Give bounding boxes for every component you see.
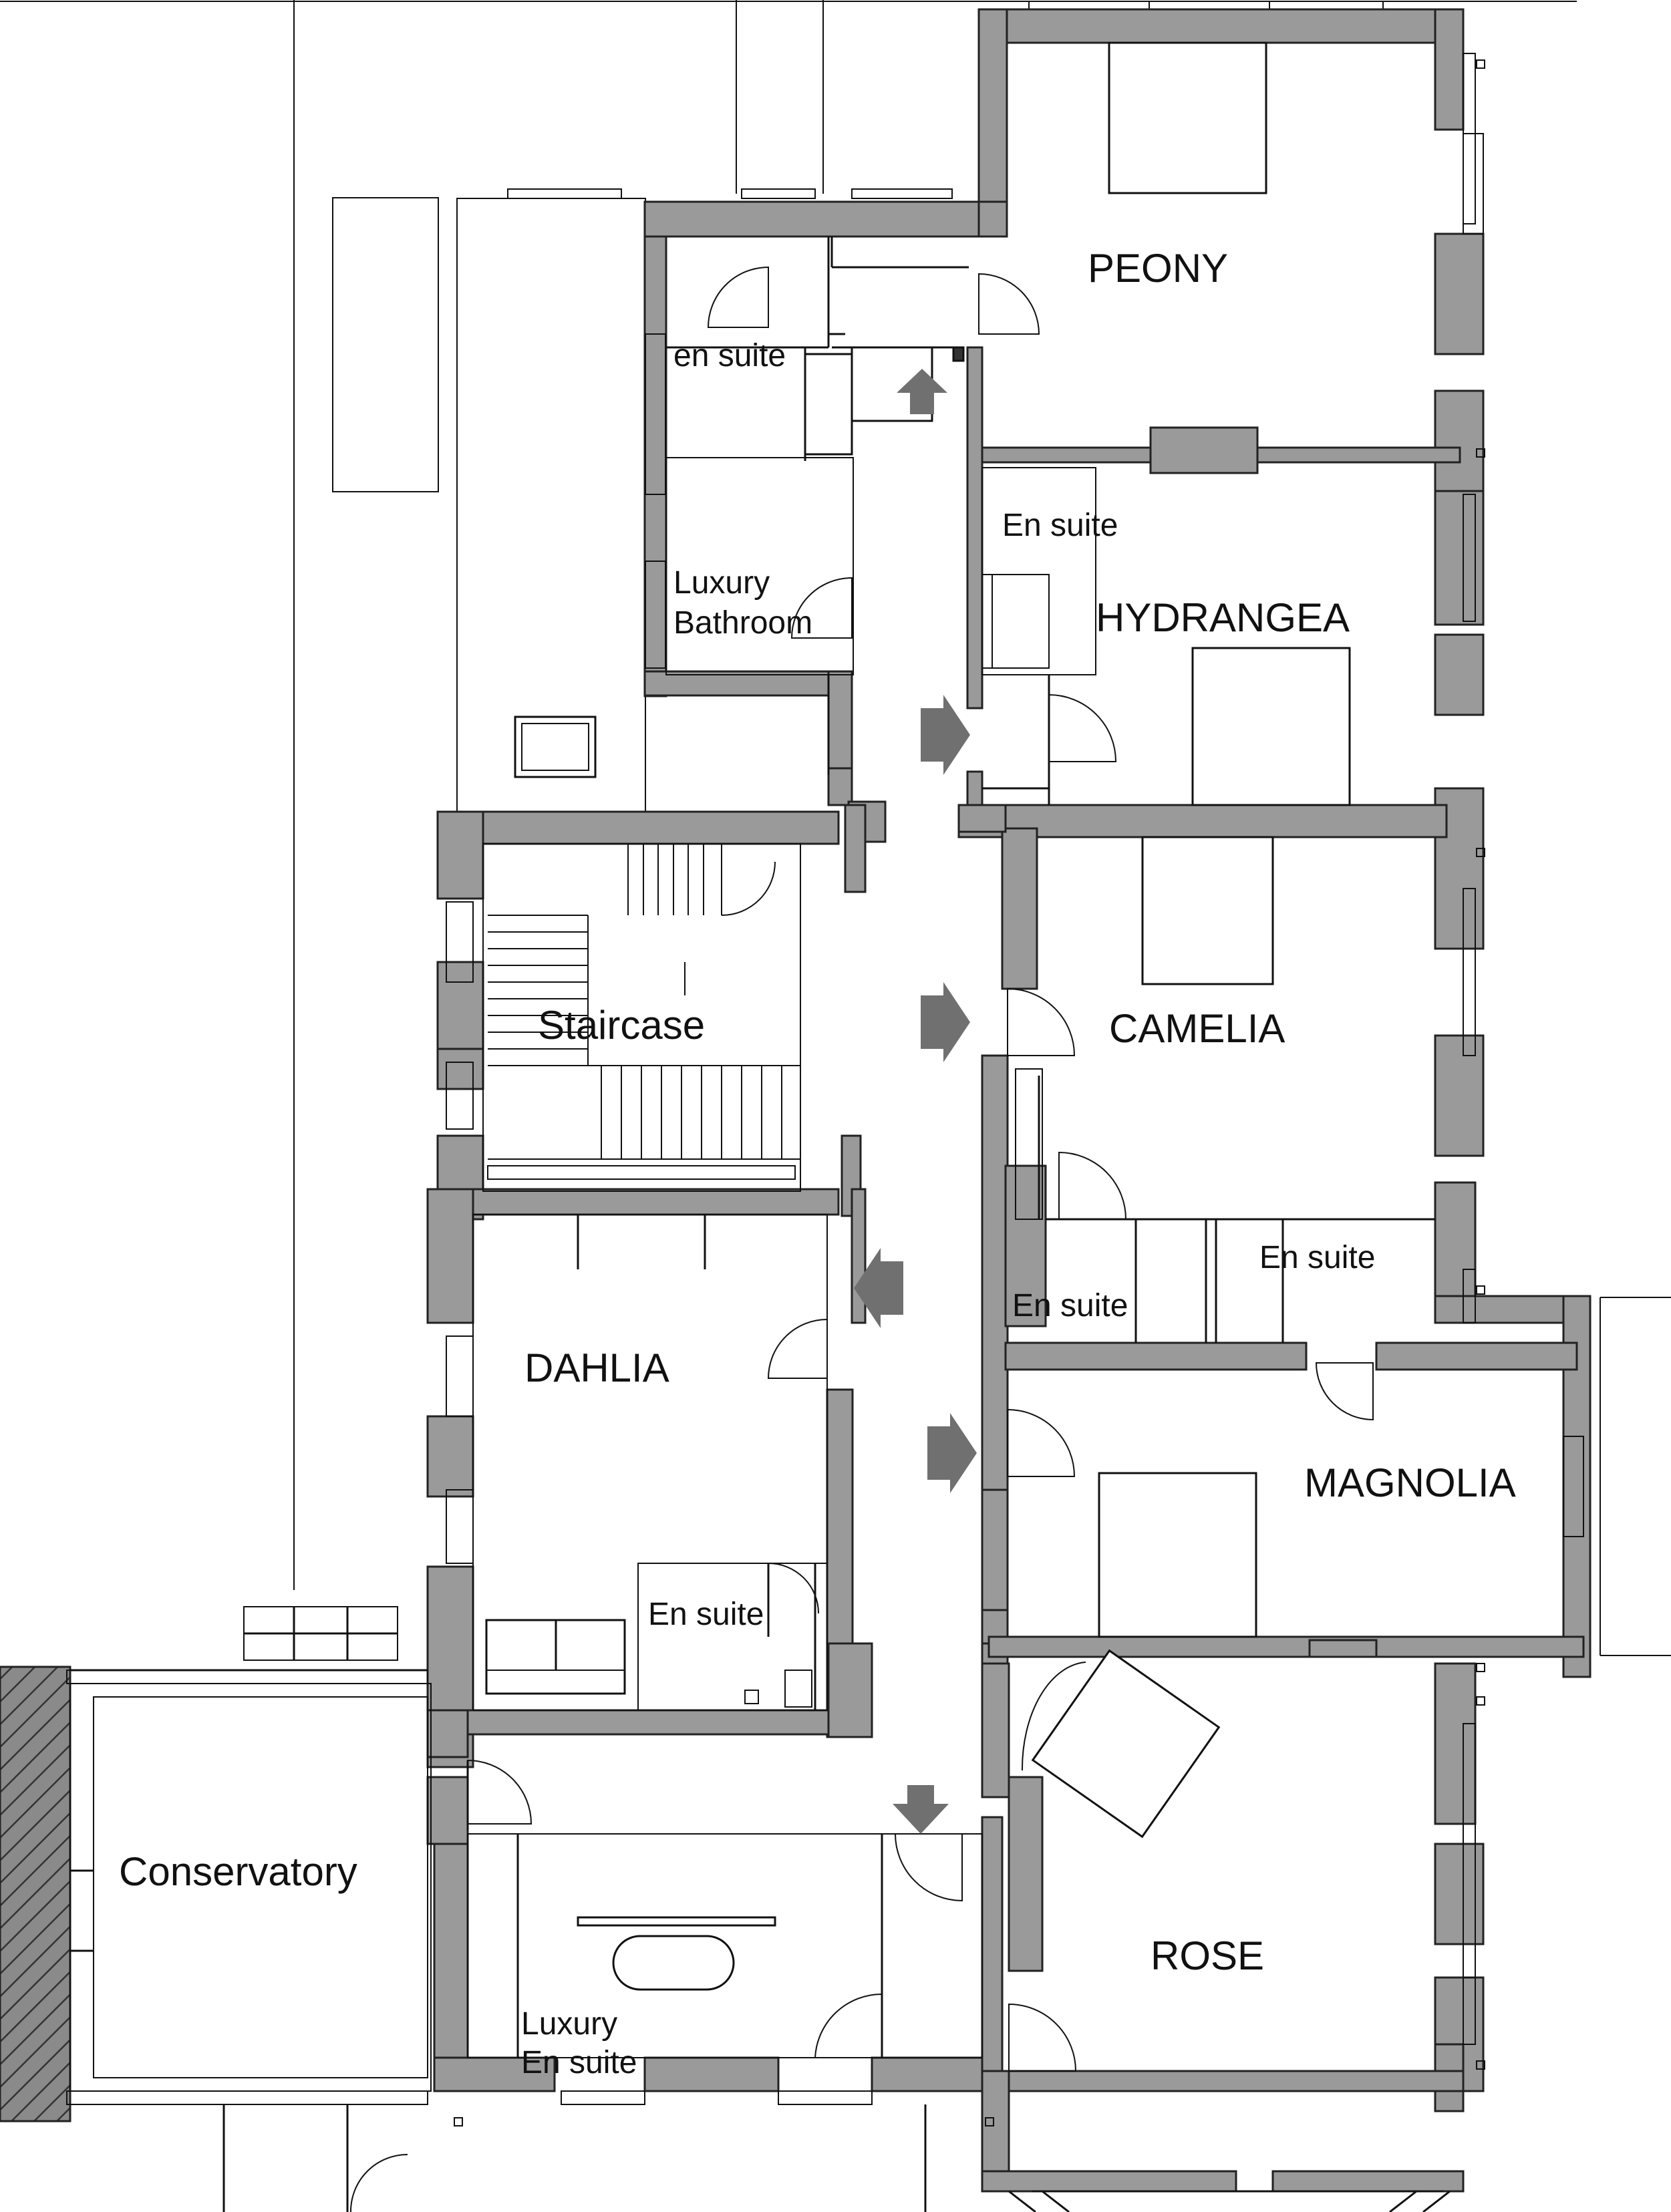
room-label-dahlia: DAHLIA [524, 1346, 669, 1390]
arrow-right-camelia [921, 982, 970, 1062]
room-label-luxury-bathroom-1: Luxury [673, 565, 770, 601]
room-label-luxury-en-suite-2: En suite [521, 2045, 637, 2080]
outbuilding-fixture [514, 716, 597, 778]
room-label-camelia-en-suite: En suite [1259, 1240, 1375, 1275]
hatched-wall [0, 1666, 71, 2122]
arrow-right-hydrangea [921, 695, 970, 775]
room-label-staircase: Staircase [538, 1003, 705, 1048]
room-label-magnolia: MAGNOLIA [1304, 1460, 1516, 1505]
wall-markers [454, 59, 1485, 2126]
arrow-left-dahlia [854, 1248, 903, 1328]
room-label-camelia: CAMELIA [1109, 1006, 1285, 1051]
room-label-dahlia-en-suite: En suite [648, 1597, 764, 1632]
room-label-conservatory: Conservatory [119, 1849, 357, 1894]
room-label-luxury-en-suite-1: Luxury [521, 2006, 617, 2042]
room-label-peony: PEONY [1088, 246, 1228, 291]
arrow-up [897, 369, 947, 414]
direction-arrows [854, 369, 977, 1834]
outbuilding-fixture-inner [521, 723, 589, 771]
room-label-hydrangea: HYDRANGEA [1096, 595, 1350, 640]
walls [426, 8, 1591, 2193]
arrow-down [893, 1785, 949, 1834]
arrow-right-magnolia [927, 1413, 977, 1493]
room-label-rose: ROSE [1151, 1933, 1264, 1978]
room-labels: PEONY en suite En suite Luxury Bathroom … [119, 246, 1516, 2080]
interior-lines [69, 41, 1451, 2212]
room-label-luxury-bathroom-2: Bathroom [673, 605, 812, 641]
room-label-hydrangea-en-suite: En suite [1002, 508, 1118, 543]
room-label-magnolia-en-suite: En suite [1012, 1288, 1128, 1323]
garden-bed [332, 197, 439, 492]
room-label-top-en-suite: en suite [673, 338, 786, 373]
